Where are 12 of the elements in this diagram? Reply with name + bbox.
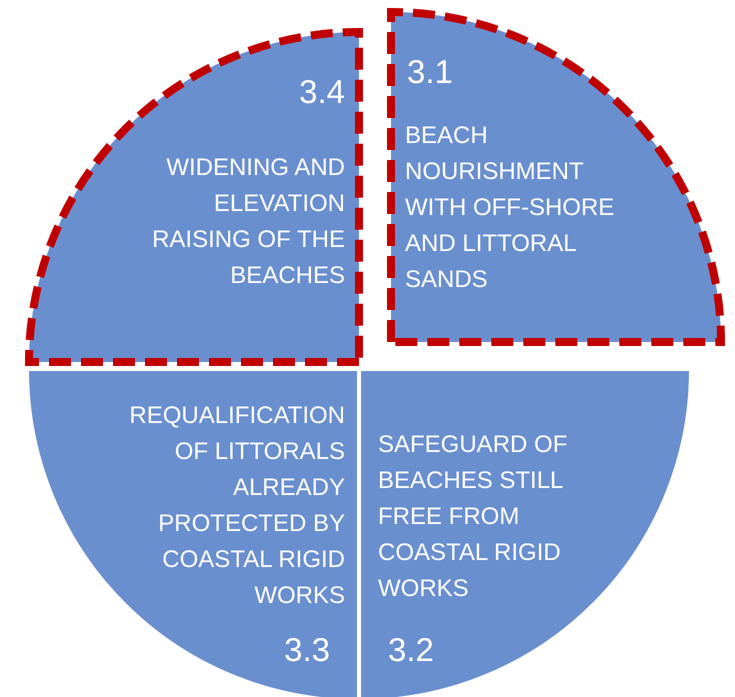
quadrant-segment <box>385 6 727 348</box>
section-number: 3.3 <box>283 630 330 670</box>
section-text: SAFEGUARD OF BEACHES STILL FREE FROM COASTAL RIGID WORKS <box>378 430 568 604</box>
quadrant-segment <box>23 26 365 368</box>
quadrant-segment <box>27 369 359 697</box>
section-number: 3.1 <box>407 52 454 92</box>
section-number: 3.2 <box>388 630 435 670</box>
quadrant-segment <box>359 369 691 697</box>
section-text: REQUALIFICATION OF LITTORALS ALREADY PROTECTED BY COASTAL RIGID WORKS <box>128 401 345 611</box>
section-text: WIDENING AND ELEVATION RAISING OF THE BEACHES <box>151 153 345 291</box>
section-text: BEACH NOURISHMENT WITH OFF-SHORE AND LITTORAL SANDS <box>405 121 616 295</box>
section-number: 3.4 <box>298 72 345 112</box>
